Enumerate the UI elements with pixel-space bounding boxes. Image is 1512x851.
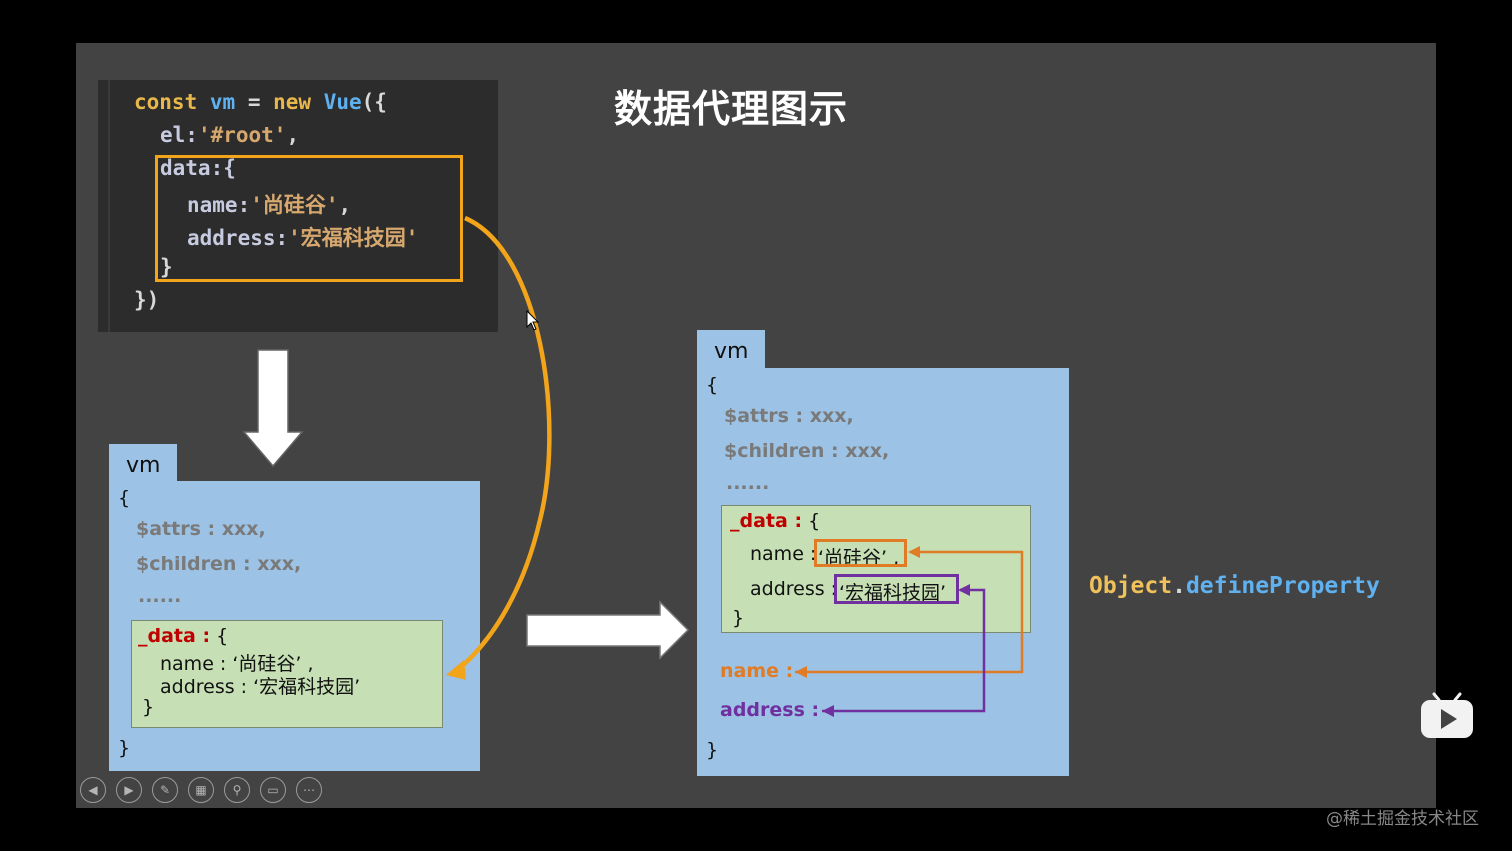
data-flow-arrowhead bbox=[446, 660, 466, 680]
left-vm-tab: vm bbox=[109, 444, 177, 482]
right-vm-attrs: $attrs : xxx, bbox=[724, 405, 854, 427]
right-vm-open-brace: { bbox=[706, 374, 719, 396]
bilibili-play-icon[interactable] bbox=[1420, 690, 1474, 740]
code-line-4: name:'尚硅谷', bbox=[187, 193, 352, 217]
subtitle-icon[interactable]: ▭ bbox=[260, 777, 286, 803]
right-data-name-label: name : bbox=[750, 543, 817, 565]
address-arrowhead-right bbox=[958, 584, 970, 596]
left-data-close: } bbox=[142, 696, 155, 718]
left-data-header: _data : { bbox=[138, 625, 229, 647]
data-flow-curve bbox=[453, 215, 552, 674]
down-arrow bbox=[242, 349, 304, 468]
right-vm-close-brace: } bbox=[706, 739, 719, 761]
code-line-6: } bbox=[160, 255, 173, 279]
code-line-2: el:'#root', bbox=[160, 123, 300, 147]
right-data-header: _data : { bbox=[730, 510, 821, 532]
left-vm-attrs: $attrs : xxx, bbox=[136, 518, 266, 540]
zoom-icon[interactable]: ⚲ bbox=[224, 777, 250, 803]
name-arrowhead-left bbox=[795, 666, 807, 678]
slides-icon[interactable]: ▦ bbox=[188, 777, 214, 803]
name-getter-line bbox=[795, 550, 1024, 674]
code-line-1: const vm = new Vue({ bbox=[134, 90, 387, 114]
right-vm-children: $children : xxx, bbox=[724, 440, 890, 462]
address-getter-line bbox=[822, 588, 986, 713]
left-data-name: name : ‘尚硅谷’ , bbox=[160, 653, 314, 675]
right-arrow bbox=[526, 600, 690, 660]
left-vm-children: $children : xxx, bbox=[136, 553, 302, 575]
address-value-highlight bbox=[834, 574, 959, 604]
more-icon[interactable]: ⋯ bbox=[296, 777, 322, 803]
left-vm-ellipsis: ...... bbox=[138, 585, 182, 607]
watermark: @稀土掘金技术社区 bbox=[1326, 809, 1479, 829]
left-data-box: _data : { name : ‘尚硅谷’ , address : ‘宏福科技… bbox=[131, 620, 443, 728]
right-data-address-label: address : bbox=[750, 578, 838, 600]
right-vm-ellipsis: ...... bbox=[726, 472, 770, 494]
code-line-3: data:{ bbox=[160, 156, 236, 180]
left-vm-body: { $attrs : xxx, $children : xxx, ...... … bbox=[109, 481, 480, 771]
prev-icon[interactable]: ◀ bbox=[80, 777, 106, 803]
code-line-7: }) bbox=[134, 288, 160, 312]
right-data-close: } bbox=[732, 607, 745, 629]
proxy-address-label: address : bbox=[720, 699, 820, 721]
data-highlight-box bbox=[155, 155, 463, 282]
name-arrowhead-right bbox=[908, 546, 920, 558]
right-data-name-value: ‘尚硅谷’ , bbox=[818, 547, 900, 569]
left-data-address: address : ‘宏福科技园’ bbox=[160, 676, 361, 698]
code-line-5: address:'宏福科技园' bbox=[187, 226, 419, 250]
left-vm-close-brace: } bbox=[118, 737, 131, 759]
slide-title: 数据代理图示 bbox=[614, 87, 849, 131]
right-vm-tab: vm bbox=[697, 330, 765, 370]
pen-icon[interactable]: ✎ bbox=[152, 777, 178, 803]
next-icon[interactable]: ▶ bbox=[116, 777, 142, 803]
address-arrowhead-left bbox=[822, 705, 834, 717]
proxy-name-label: name : bbox=[720, 660, 794, 682]
mouse-cursor-icon bbox=[526, 309, 540, 331]
code-block: const vm = new Vue({ el:'#root', data:{ … bbox=[98, 80, 498, 332]
name-value-highlight bbox=[814, 539, 907, 567]
right-vm-body: { $attrs : xxx, $children : xxx, ...... … bbox=[697, 368, 1069, 776]
define-property-label: Object.defineProperty bbox=[1089, 573, 1380, 599]
left-vm-open-brace: { bbox=[118, 487, 131, 509]
right-data-box: _data : { name : ‘尚硅谷’ , address : ‘宏福科技… bbox=[721, 505, 1031, 633]
code-gutter bbox=[108, 80, 110, 332]
right-data-address-value: ‘宏福科技园’ bbox=[839, 582, 947, 604]
